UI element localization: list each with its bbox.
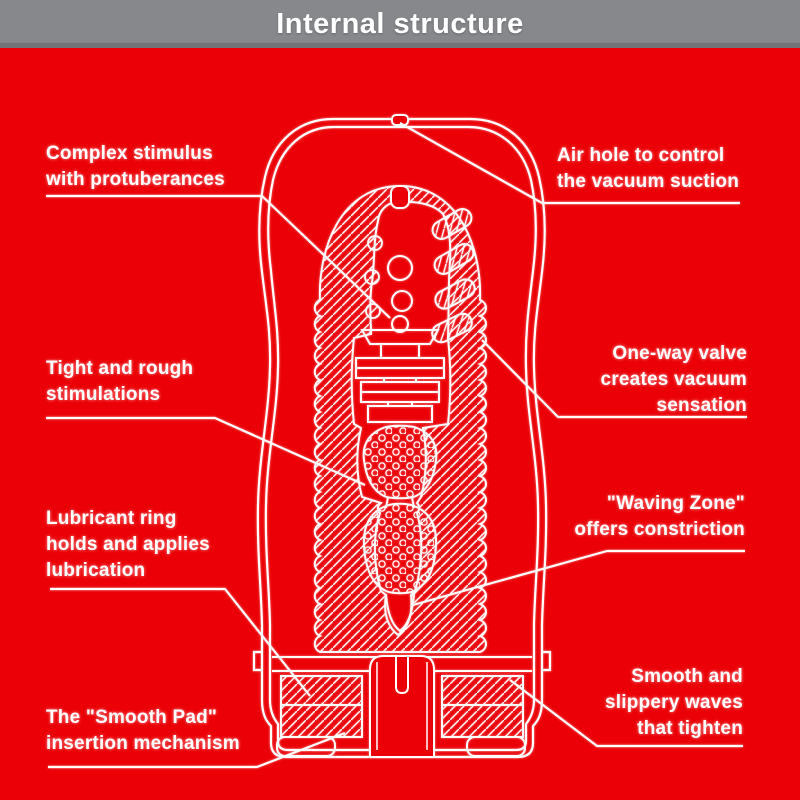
- base-foot-left: [276, 736, 336, 757]
- label-line: "Waving Zone": [606, 493, 745, 514]
- label-slippery-waves: Smooth and slippery waves that tighten: [605, 664, 743, 742]
- label-line: holds and applies: [46, 534, 210, 555]
- label-line: the vacuum suction: [557, 171, 740, 192]
- base-assembly: [272, 655, 532, 758]
- label-line: Lubricant ring: [46, 508, 177, 529]
- leader-smooth-pad: [48, 731, 346, 769]
- label-line: insertion mechanism: [46, 733, 240, 754]
- leader-waving-zone: [412, 549, 745, 607]
- leader-slippery-waves: [509, 679, 743, 748]
- label-line: stimulations: [46, 384, 161, 405]
- air-hole-slot: [391, 114, 409, 126]
- label-line: Smooth and: [631, 666, 743, 687]
- leader-lines: [46, 122, 747, 769]
- label-line: One-way valve: [612, 343, 747, 364]
- title-bar: Internal structure: [0, 0, 800, 48]
- label-line: that tighten: [637, 718, 743, 739]
- base-foot-right: [466, 736, 526, 757]
- leader-air-hole: [399, 122, 740, 205]
- smooth-pad-plug: [369, 655, 435, 758]
- leader-tight-rough: [46, 416, 366, 487]
- one-way-valve-bellows: [355, 329, 445, 423]
- label-complex-stimulus: Complex stimulus with protuberances: [46, 141, 225, 193]
- label-line: slippery waves: [605, 692, 743, 713]
- waving-zone-texture: [362, 424, 438, 633]
- leader-lubricant-ring: [50, 587, 311, 697]
- base-hatched-block-left: [280, 675, 363, 738]
- label-line: offers constriction: [574, 519, 745, 540]
- label-line: with protuberances: [46, 169, 225, 190]
- channel-details: [355, 255, 445, 633]
- left-wall-bumps: [364, 235, 383, 319]
- label-line: Complex stimulus: [46, 143, 213, 164]
- leader-one-way-valve: [481, 339, 747, 419]
- label-smooth-pad: The "Smooth Pad" insertion mechanism: [46, 705, 240, 757]
- label-air-hole: Air hole to control the vacuum suction: [557, 143, 739, 195]
- label-line: sensation: [656, 395, 747, 416]
- protuberance-fingers: [431, 208, 476, 344]
- label-lubricant-ring: Lubricant ring holds and applies lubrica…: [46, 506, 210, 584]
- label-line: The "Smooth Pad": [46, 707, 218, 728]
- label-line: lubrication: [46, 560, 146, 581]
- label-line: Air hole to control: [557, 145, 725, 166]
- label-tight-rough: Tight and rough stimulations: [46, 356, 193, 408]
- label-waving-zone: "Waving Zone" offers constriction: [574, 491, 745, 543]
- inner-sleeve: [313, 184, 487, 653]
- label-line: creates vacuum: [600, 369, 747, 390]
- label-line: Tight and rough: [46, 358, 194, 379]
- leader-complex-stimulus: [46, 194, 391, 319]
- cup-outer-shell: [252, 117, 552, 759]
- suction-chamber-rings: [387, 255, 413, 333]
- base-hatched-block-right: [441, 675, 524, 738]
- label-one-way-valve: One-way valve creates vacuum sensation: [601, 341, 747, 419]
- page-title: Internal structure: [276, 7, 524, 40]
